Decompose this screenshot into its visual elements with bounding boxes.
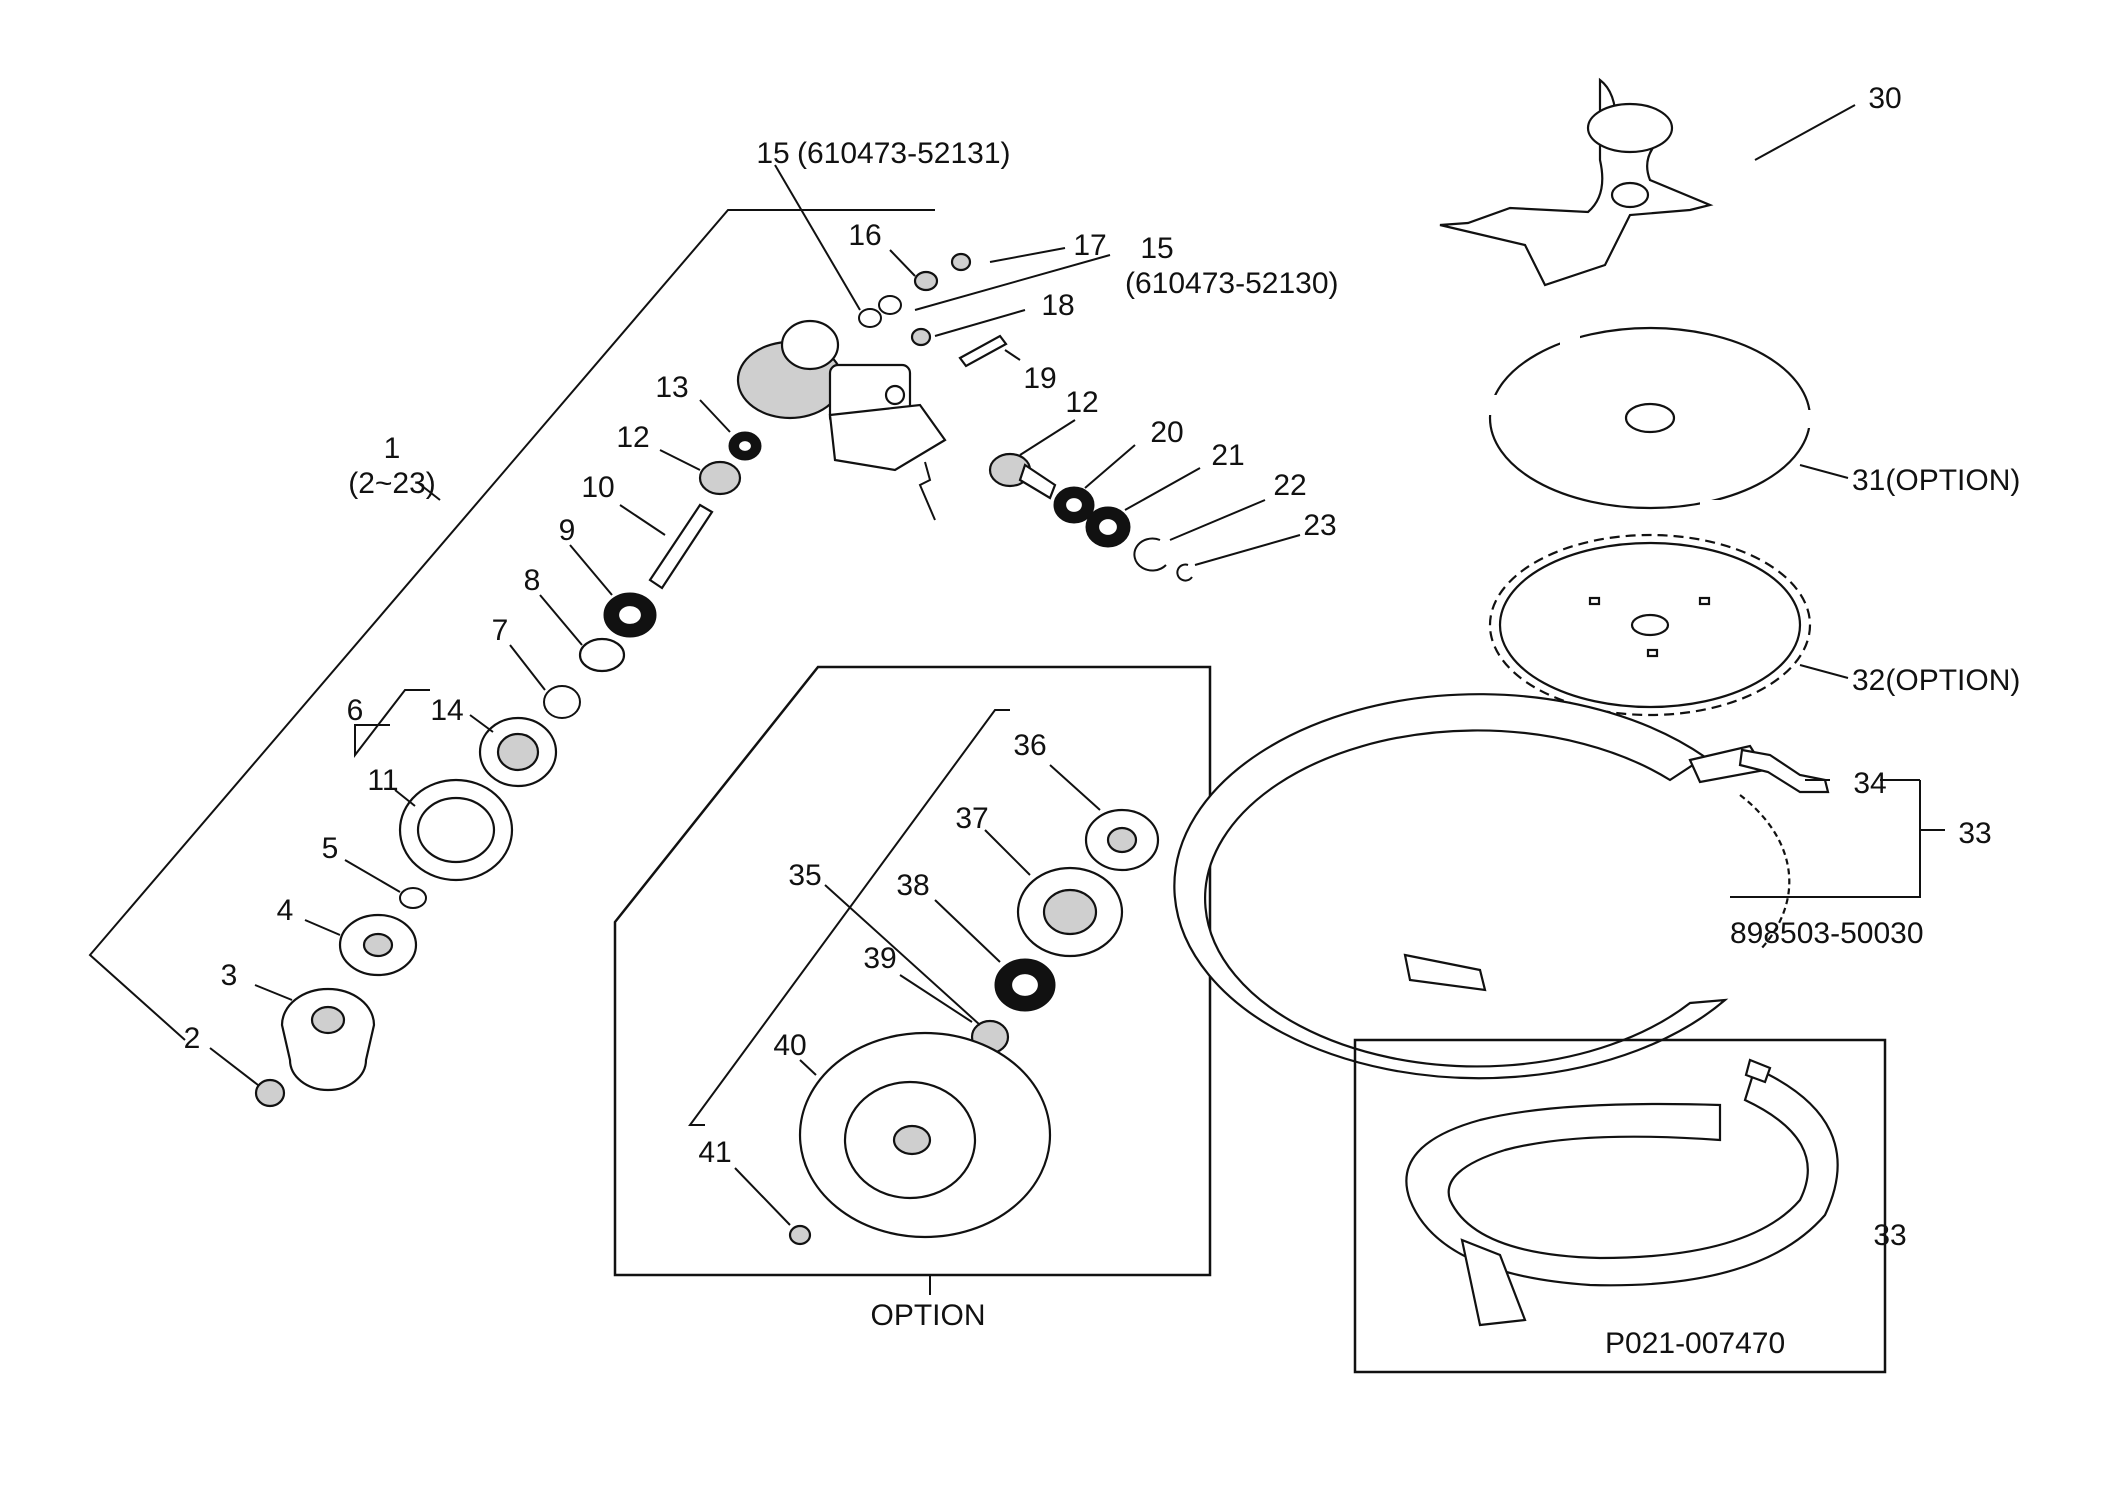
- label-32: 32(OPTION): [1852, 664, 2020, 697]
- label-9: 9: [559, 514, 576, 547]
- label-33b: 33: [1873, 1219, 1906, 1252]
- part-labels: 1 (2~23) 2 3 4 5 6 7 8 9 10 11 12 12 13 …: [184, 82, 2021, 1360]
- label-16: 16: [848, 219, 881, 252]
- part-7-circlip: [543, 685, 581, 719]
- label-7: 7: [492, 614, 509, 647]
- leader-lines-right: [1754, 104, 1856, 679]
- part-33-guard: [1173, 693, 1945, 1080]
- label-8: 8: [524, 564, 541, 597]
- label-13: 13: [655, 371, 688, 404]
- label-18: 18: [1041, 289, 1074, 322]
- part-32-saw: [1488, 533, 1812, 717]
- part-18: [910, 327, 932, 347]
- label-19: 19: [1023, 362, 1056, 395]
- label-15b-code: (610473-52130): [1125, 267, 1339, 300]
- part-8-washer: [578, 637, 626, 673]
- label-22: 22: [1273, 469, 1306, 502]
- part-23-ring: [1176, 563, 1193, 582]
- label-10: 10: [581, 471, 614, 504]
- label-3: 3: [221, 959, 238, 992]
- label-17: 17: [1073, 229, 1106, 262]
- label-2: 2: [184, 1022, 201, 1055]
- part-17: [950, 252, 972, 272]
- label-4: 4: [277, 894, 294, 927]
- label-37: 37: [955, 802, 988, 835]
- label-41: 41: [698, 1136, 731, 1169]
- leader-lines-left: [209, 164, 1301, 1086]
- gear-case: [736, 319, 947, 521]
- label-12b: 12: [1065, 386, 1098, 419]
- part-3-cup: [280, 987, 376, 1092]
- part-16: [913, 270, 939, 292]
- label-5: 5: [322, 832, 339, 865]
- label-36: 36: [1013, 729, 1046, 762]
- part-5-ring: [399, 887, 427, 909]
- part-30-blade: [1439, 77, 1714, 287]
- guard-box: [1353, 1038, 1887, 1374]
- label-34: 34: [1853, 767, 1886, 800]
- gear-parts-row: [254, 431, 762, 1108]
- label-1-range: (2~23): [348, 467, 436, 500]
- label-15a: 15: [756, 137, 789, 170]
- label-21: 21: [1211, 439, 1244, 472]
- label-20: 20: [1150, 416, 1183, 449]
- part-41-screw: [788, 1224, 812, 1246]
- label-option: OPTION: [870, 1299, 985, 1332]
- label-33a: 33: [1958, 817, 1991, 850]
- label-35: 35: [788, 859, 821, 892]
- part-19-bolt: [958, 334, 1008, 368]
- part-10-shaft: [648, 503, 714, 590]
- group-1-bracket: [88, 209, 935, 1041]
- part-31-blade: [1485, 326, 1814, 510]
- label-1: 1: [384, 432, 401, 465]
- gear-right-parts: [858, 252, 1193, 582]
- label-11: 11: [367, 764, 398, 797]
- option-box: [613, 665, 1212, 1295]
- part-22-circlip: [1133, 537, 1167, 572]
- label-33-code: 898503-50030: [1730, 917, 1924, 950]
- label-23: 23: [1303, 509, 1336, 542]
- label-6: 6: [347, 694, 364, 727]
- label-38: 38: [896, 869, 929, 902]
- part-34: [1738, 748, 1830, 794]
- label-39: 39: [863, 942, 896, 975]
- label-33b-code: P021-007470: [1605, 1327, 1785, 1360]
- label-40: 40: [773, 1029, 806, 1062]
- label-30: 30: [1868, 82, 1901, 115]
- label-12a: 12: [616, 421, 649, 454]
- label-31: 31(OPTION): [1852, 464, 2020, 497]
- label-15a-code: (610473-52131): [797, 137, 1011, 170]
- part-2-nut: [254, 1078, 286, 1108]
- label-15b: 15: [1140, 232, 1173, 265]
- label-14: 14: [430, 694, 463, 727]
- part-12-gear: [698, 460, 742, 496]
